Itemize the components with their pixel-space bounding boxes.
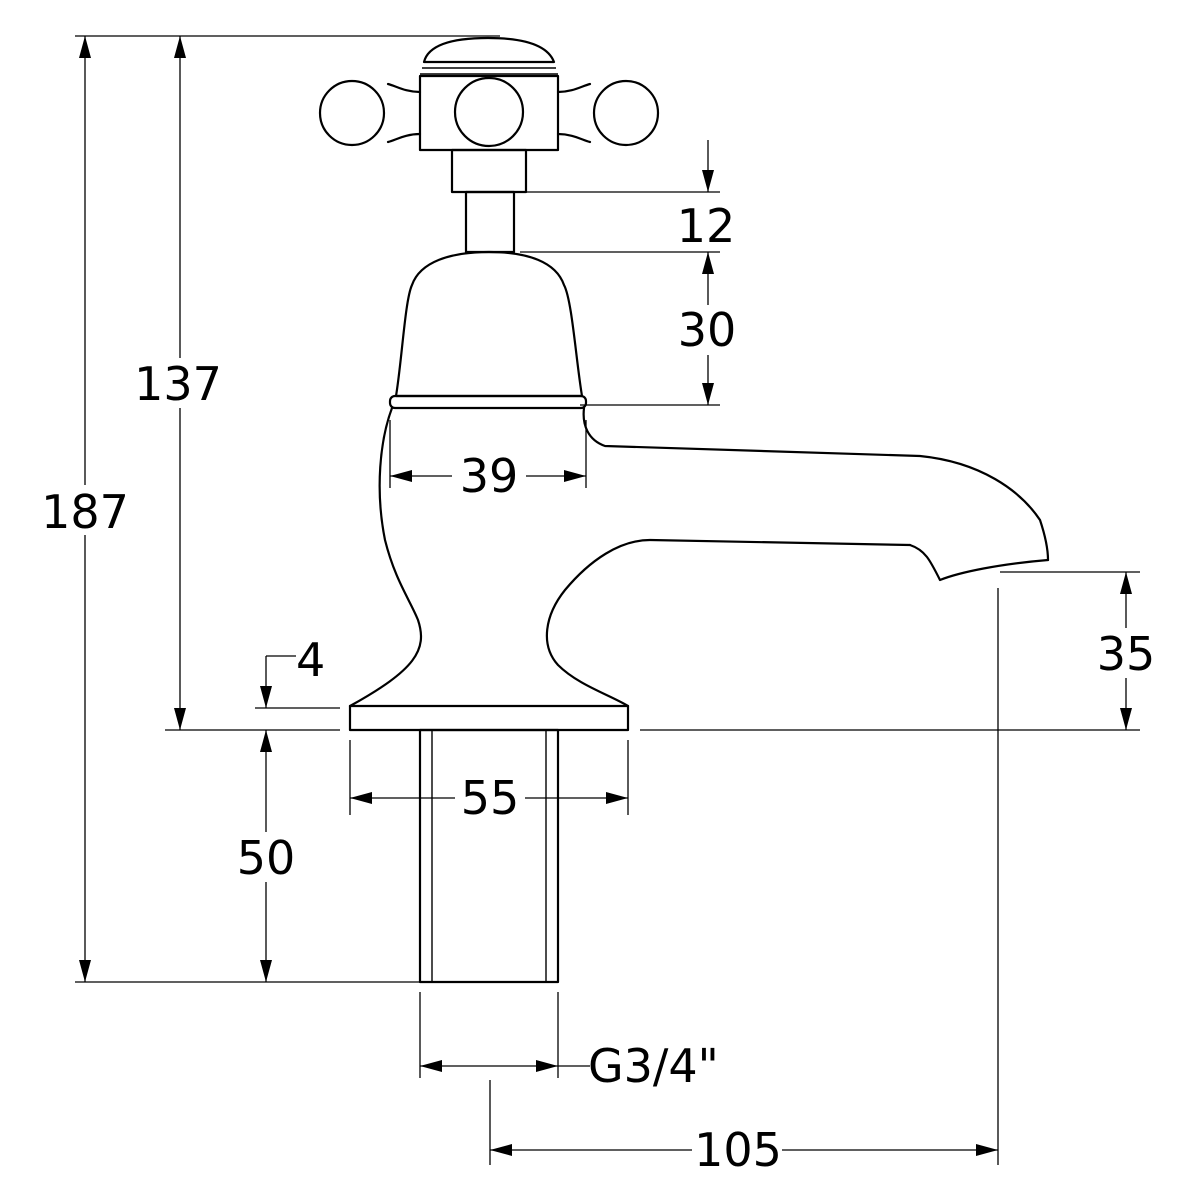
dim-headgear-gap: 12 (677, 140, 736, 253)
body-left-side (348, 406, 423, 708)
arrow-right (564, 470, 586, 482)
shroud-ring (388, 394, 588, 410)
label-background (674, 305, 744, 355)
base-width-label: 55 (461, 771, 520, 825)
base-thickness-label: 4 (296, 633, 325, 687)
tap-outline (318, 36, 1050, 984)
crown-cap (422, 36, 556, 64)
arrow-down (79, 960, 91, 982)
headgear-gap-label: 12 (677, 199, 736, 253)
arrow-down (260, 960, 272, 982)
arrow-right (606, 792, 628, 804)
crosshead-right-knob (592, 79, 660, 147)
arrow-down (702, 170, 714, 192)
crosshead-left-arm (386, 82, 422, 144)
shroud-height-label: 30 (678, 303, 737, 357)
dim-shroud-height: 30 (674, 252, 744, 405)
dim-base-width: 55 (350, 771, 628, 825)
shank-length-label: 50 (237, 831, 296, 885)
dim-spout-reach: 105 (490, 1123, 998, 1177)
thread-label: G3/4" (588, 1039, 719, 1093)
label-background (232, 832, 302, 882)
headgear-collar (450, 148, 528, 194)
arrow-right (536, 1060, 558, 1072)
arrow-left (350, 792, 372, 804)
arrow-down (702, 383, 714, 405)
spout-upper (582, 406, 1050, 562)
dim-thread: G3/4" (420, 1039, 719, 1093)
height-above-deck-label: 137 (134, 357, 222, 411)
spindle (464, 190, 516, 254)
spout-tip (908, 543, 1050, 582)
extension-lines (75, 35, 1140, 1165)
label-background (40, 485, 130, 535)
dim-body-width: 39 (390, 449, 586, 503)
arrow-up (1120, 572, 1132, 594)
crosshead-left-knob (318, 79, 386, 147)
label-background (1092, 628, 1162, 678)
crosshead-hub (418, 74, 560, 152)
label-background (692, 1124, 782, 1174)
dim-height-above-deck: 137 (132, 36, 228, 730)
arrow-left (490, 1144, 512, 1156)
label-background (455, 772, 525, 822)
body-width-label: 39 (460, 449, 519, 503)
arrow-up (702, 252, 714, 274)
bell-shroud (394, 250, 584, 398)
spout-lower (545, 538, 912, 708)
arrow-right (976, 1144, 998, 1156)
spout-reach-label: 105 (694, 1123, 782, 1177)
dim-spout-height: 35 (1092, 572, 1162, 730)
arrow-up (260, 730, 272, 752)
overall-height-label: 187 (41, 485, 129, 539)
arrow-left (390, 470, 412, 482)
dim-shank-length: 50 (232, 730, 302, 982)
arrow-up (174, 36, 186, 58)
dim-base-thickness: 4 (260, 633, 325, 708)
arrow-down (260, 686, 272, 708)
arrow-up (79, 36, 91, 58)
arrow-down (1120, 708, 1132, 730)
crosshead-front-knob (453, 76, 525, 148)
crosshead-right-arm (556, 82, 592, 144)
threaded-shank (418, 728, 560, 984)
base-flange (348, 704, 630, 732)
label-background (452, 450, 526, 500)
spout-height-label: 35 (1097, 627, 1156, 681)
label-background (132, 358, 228, 408)
arrow-left (420, 1060, 442, 1072)
dim-overall-height: 187 (40, 36, 130, 982)
arrow-down (174, 708, 186, 730)
